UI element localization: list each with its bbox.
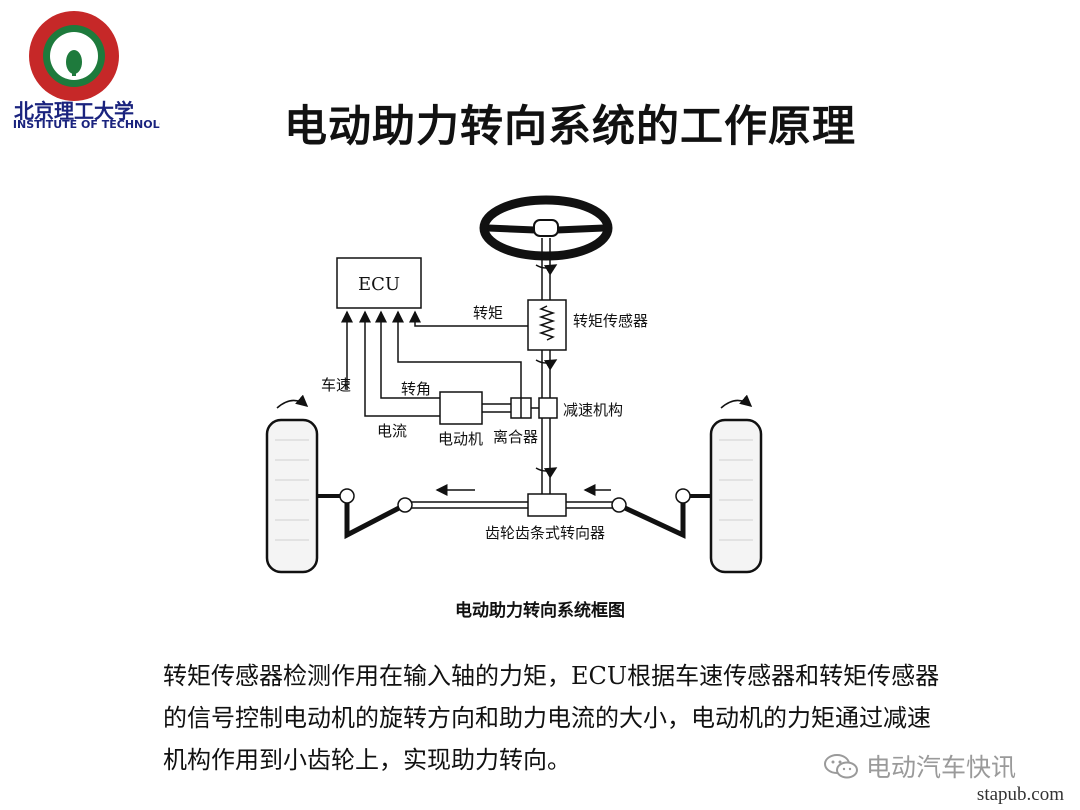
- torque-sensor-box: [527, 299, 567, 351]
- site-watermark: stapub.com: [976, 784, 1064, 805]
- torque-sensor-label: 转矩传感器: [573, 312, 648, 330]
- ecu-label: ECU: [358, 274, 400, 295]
- logo-english-name: BEIJING INSTITUTE OF TECHNOLOGY: [10, 118, 160, 131]
- reducer-label: 减速机构: [563, 401, 623, 419]
- steering-angle-label: 转角: [401, 380, 431, 398]
- steering-wheel: [479, 195, 613, 261]
- rack-pinion-box: [527, 493, 567, 517]
- body-paragraph: 转矩传感器检测作用在输入轴的力矩，ECU根据车速传感器和转矩传感器的信号控制电动…: [163, 662, 940, 774]
- clutch-label: 离合器: [493, 428, 538, 446]
- right-wheel: [709, 418, 763, 574]
- steering-hub: [533, 219, 559, 237]
- watermark-text: 电动汽车快讯: [866, 753, 1017, 782]
- logo-chinese-name: 北京理工大学: [14, 99, 134, 123]
- vehicle-speed-label: 车速: [321, 376, 351, 394]
- diagram-caption: 电动助力转向系统框图: [455, 601, 625, 621]
- current-label: 电流: [377, 422, 407, 440]
- rack-pinion-label: 齿轮齿条式转向器: [485, 524, 605, 542]
- page-title: 电动助力转向系统的工作原理: [284, 102, 856, 152]
- torque-label: 转矩: [473, 304, 503, 322]
- logo-tree-icon: [66, 50, 82, 74]
- left-tie-rod-joint: [397, 497, 413, 513]
- wechat-icon: [824, 754, 858, 779]
- ecu-box: [336, 257, 422, 309]
- motor-label: 电动机: [438, 430, 483, 448]
- motor-box: [439, 391, 483, 425]
- university-logo: BEIJING INSTITUTE OF TECHNOLOGY 北京理工大学: [10, 11, 160, 131]
- watermark: 电动汽车快讯: [824, 748, 1016, 784]
- reducer-box: [538, 397, 558, 419]
- eps-block-diagram: ECU 转矩 转矩传感器 车速 转角 电流 电动机 离合器 减速机构 齿轮齿条式…: [265, 195, 763, 574]
- left-wheel: [265, 418, 319, 574]
- right-tie-rod-joint: [611, 497, 627, 513]
